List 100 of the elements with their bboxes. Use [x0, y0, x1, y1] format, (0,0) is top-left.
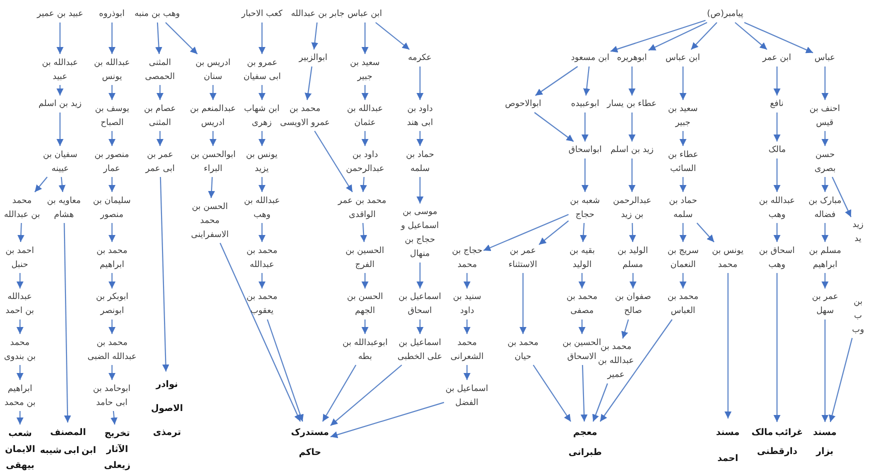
arrow [680, 66, 686, 100]
book-title: المصنف ابن ابی شیبه [40, 424, 96, 460]
arrow [360, 222, 368, 242]
book-title: نوادر الاصول ترمذی [151, 373, 183, 445]
narrator-name: ابوعبدالله بن بطه [342, 336, 388, 364]
narrator-name: بن ب وب [852, 294, 864, 336]
arrow [56, 112, 64, 146]
arrow [416, 66, 424, 100]
narrator-name: حماد بن سلمه [669, 194, 698, 222]
arrow [592, 383, 608, 422]
narrator-name: عبدالمنعم بن ادریس [190, 102, 236, 130]
arrow [600, 319, 673, 422]
narrator-name: محمد بن عبدالله الضبی [88, 336, 137, 364]
arrow [483, 214, 569, 252]
arrow [610, 20, 706, 52]
arrow [322, 364, 356, 422]
narrator-name: عبدالله بن عثمان [347, 102, 383, 130]
arrow [690, 22, 718, 50]
narrator-name: عصام بن المثنی [144, 102, 176, 130]
arrow [578, 273, 586, 288]
narrator-name: محمد بن عمرو الاویسی [280, 102, 330, 130]
narrator-name: ابن عباس [348, 7, 382, 21]
book-title: غرائب مالک دارقطنی [752, 424, 803, 462]
narrator-name: ادریس بن سنان [196, 56, 230, 84]
narrator-name: یونس بن محمد [712, 244, 744, 272]
arrow [156, 131, 164, 146]
narrator-name: اسماعیل بن اسحاق [398, 290, 442, 318]
narrator-name: عبدالله بن عبید [42, 56, 78, 84]
narrator-name: زید بن اسلم [610, 143, 654, 157]
arrow [362, 320, 368, 334]
narrator-name: صفوان بن صالح [615, 290, 652, 318]
book-title: تخریج الآثار زیعلی [104, 426, 130, 474]
narrator-name: ابواسحاق [568, 143, 602, 157]
narrator-name: حجاج بن محمد [452, 244, 482, 272]
arrow [628, 112, 636, 142]
narrator-name: زید بن اسلم [38, 97, 82, 111]
narrator-name: مبارک بن فضاله [808, 194, 842, 222]
book-title: شعب الایمان بیهقی [5, 426, 36, 474]
arrow [416, 177, 424, 204]
narrator-name: جابر بن عبدالله [291, 7, 345, 21]
narrator-name: ابوحامد بن ابی حامد [93, 382, 131, 410]
narrator-name: داود بن ابی هند [407, 102, 434, 130]
arrow [110, 410, 118, 425]
arrow [580, 364, 588, 422]
narrator-name: عمر بن الاستثناء [508, 244, 538, 272]
arrow [258, 223, 266, 242]
arrow [16, 411, 24, 424]
narrator-name: عبدالرحمن بن زید [613, 194, 652, 222]
narrator-name: سلیمان بن منصور [93, 194, 131, 222]
narrator-name: ابوهریره [617, 51, 647, 65]
arrow [16, 365, 24, 380]
arrow [266, 319, 304, 422]
arrow [155, 22, 162, 54]
narrator-name: عمر بن ابی عمر [146, 148, 175, 176]
narrator-name: وهب بن منبه [134, 7, 180, 21]
arrow [534, 112, 574, 142]
narrator-name: ابوبکر بن ابونصر [96, 290, 128, 318]
arrow [360, 176, 367, 192]
narrator-name: احنف بن قیس [810, 102, 840, 130]
narrator-name: عکرمه [408, 51, 432, 65]
narrator-name: محمد بن حیان [508, 336, 538, 364]
arrow [311, 22, 318, 50]
narrator-name: داود بن عبدالرحمن [346, 148, 384, 176]
narrator-name: محمد بن ابراهیم [96, 244, 128, 272]
arrow [832, 176, 852, 218]
arrow [304, 66, 312, 100]
arrow [58, 176, 66, 192]
arrow [822, 131, 828, 146]
arrow [774, 66, 780, 96]
arrow [362, 85, 368, 100]
arrow [680, 177, 686, 192]
arrow [108, 22, 116, 54]
arrow [108, 365, 116, 380]
arrow [258, 22, 266, 54]
arrow [330, 402, 444, 438]
narrator-name: ابوالاحوص [505, 97, 542, 111]
arrow [258, 177, 266, 192]
arrow [580, 222, 587, 242]
arrow [108, 223, 116, 242]
arrow [828, 338, 853, 422]
arrow [16, 320, 24, 334]
narrator-name: منصور بن عمار [94, 148, 130, 176]
narrator-name: موسی بن اسماعیل و حجاج بن منهال [401, 205, 439, 261]
narrator-name: عطاء بن السائب [668, 148, 698, 176]
arrow [258, 273, 266, 288]
arrow [16, 273, 24, 288]
narrator-name: سفیان بن عیینه [43, 148, 78, 176]
narrator-name: الحسن بن محمد الاسفراینی [191, 200, 229, 242]
narrator-name: محمد بن عبدالله [246, 244, 278, 272]
arrow [362, 273, 368, 288]
narrator-name: عبدالله بن وهب [244, 194, 280, 222]
arrow [108, 177, 116, 192]
narrator-name: المثنی الحمصی [145, 56, 175, 84]
narrator-name: عمر بن سهل [812, 290, 838, 318]
narrator-name: عباس [814, 51, 836, 65]
arrow [362, 131, 368, 146]
arrow [724, 273, 732, 418]
narrator-name: سعید بن جبیر [668, 102, 698, 130]
arrow [630, 273, 636, 288]
narrator-name: کعب الاحبار [242, 7, 282, 21]
